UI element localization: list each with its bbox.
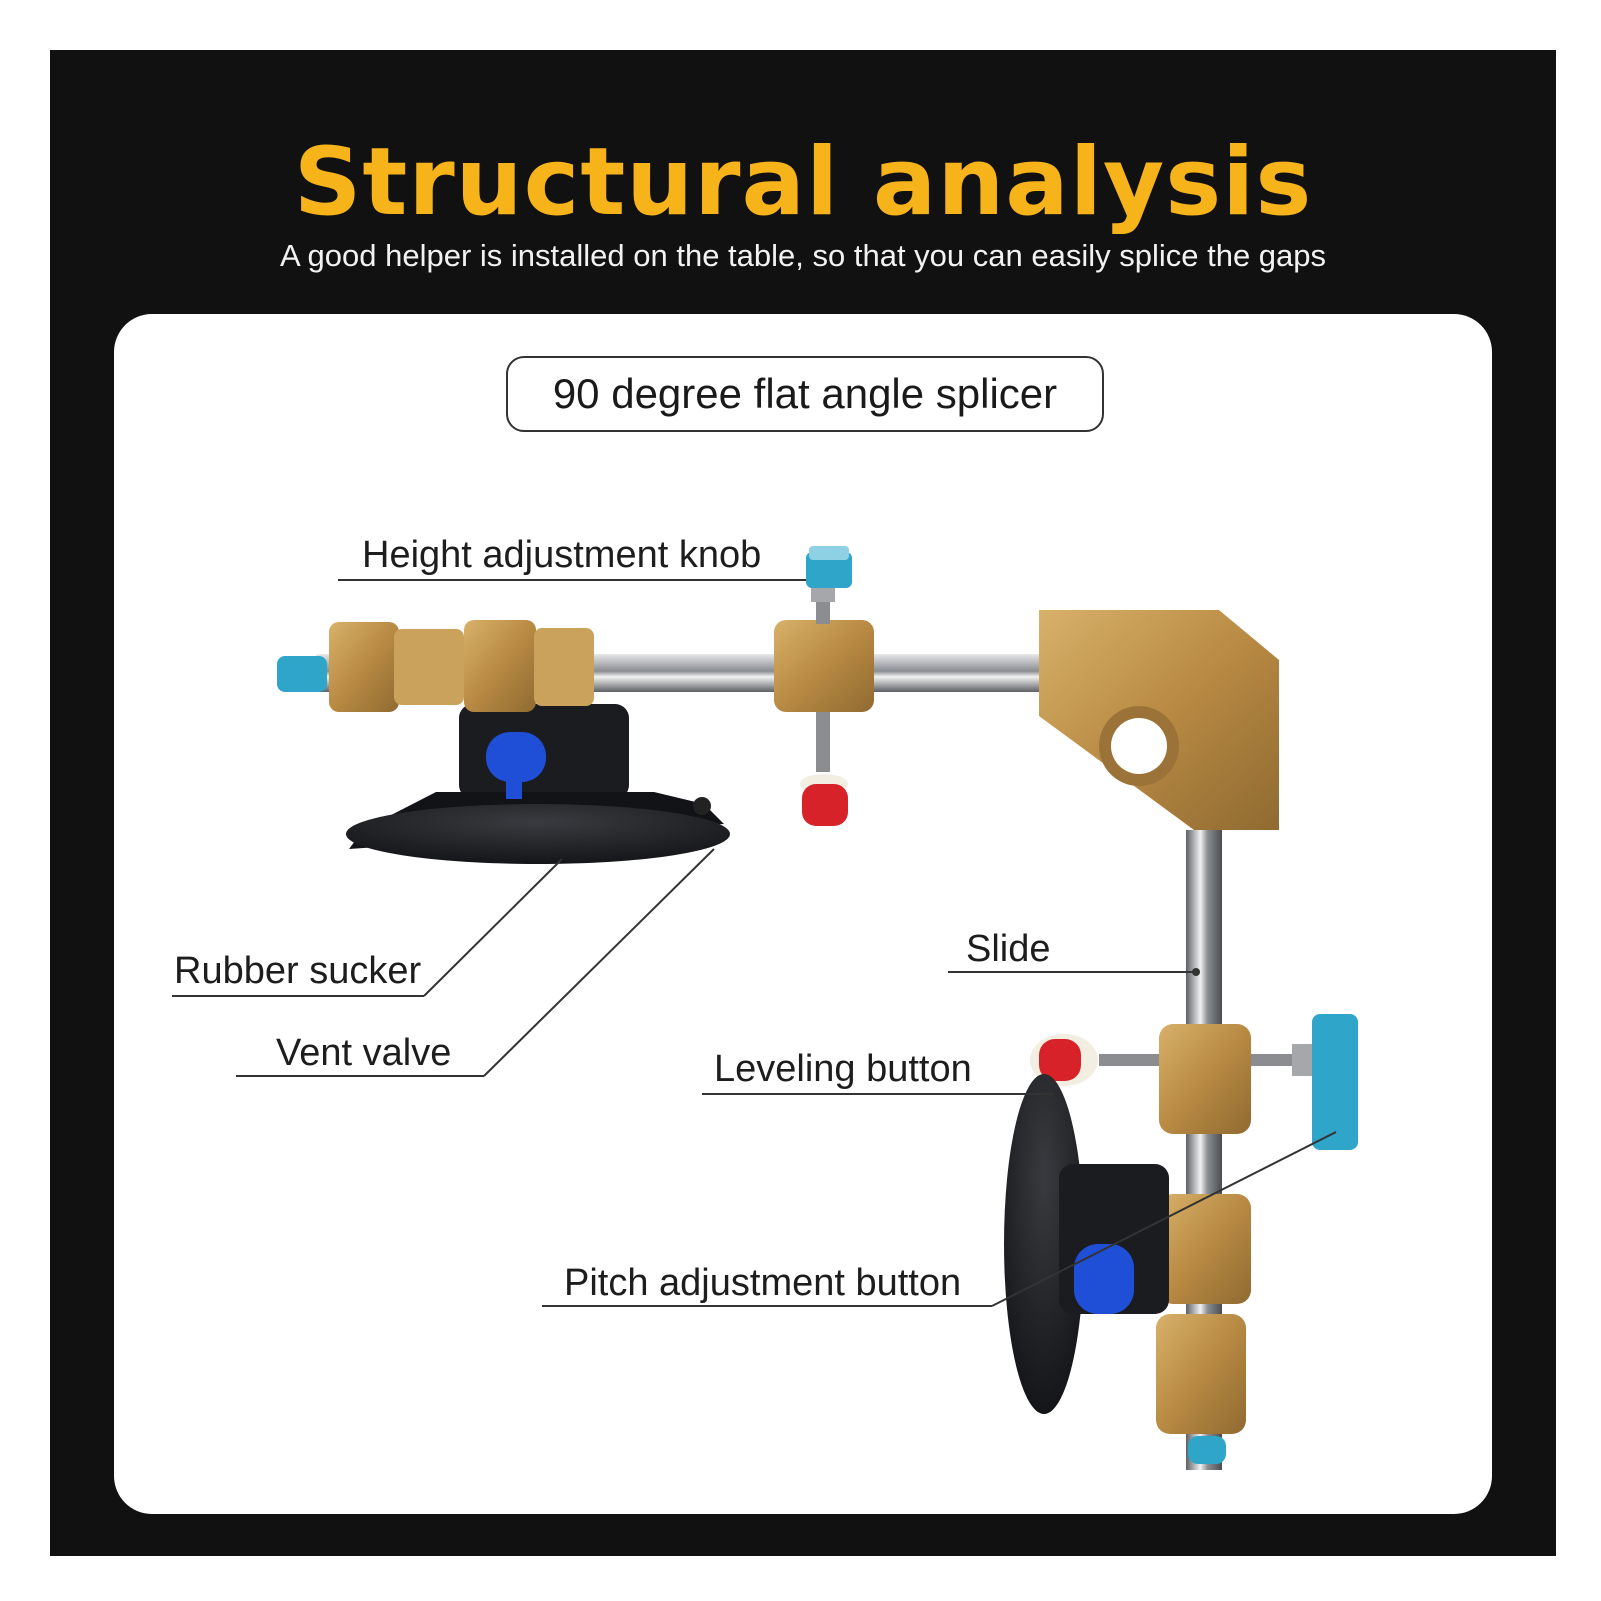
callout-slide: Slide bbox=[966, 928, 1051, 970]
product-name-badge: 90 degree flat angle splicer bbox=[506, 356, 1104, 432]
brass-clamp-1 bbox=[329, 622, 399, 712]
left-suction-cup bbox=[346, 704, 730, 864]
brass-clamp-4 bbox=[1159, 1024, 1251, 1134]
page-subtitle: A good helper is installed on the table,… bbox=[279, 238, 1327, 273]
end-cap-cyan bbox=[277, 656, 327, 692]
page-title: Structural analysis bbox=[293, 128, 1313, 237]
callout-rubber-sucker: Rubber sucker bbox=[174, 950, 422, 992]
pitch-knob-cyan bbox=[1312, 1014, 1358, 1150]
brass-clamp-5 bbox=[1159, 1194, 1251, 1304]
brass-clamp-2 bbox=[464, 620, 536, 712]
height-knob-cyan bbox=[806, 552, 852, 588]
callout-leveling-button: Leveling button bbox=[714, 1048, 972, 1090]
callout-pitch-button: Pitch adjustment button bbox=[564, 1262, 962, 1304]
brass-clamp-6 bbox=[1156, 1314, 1246, 1434]
brass-corner-block bbox=[1039, 610, 1279, 830]
right-suction-cup bbox=[1004, 1074, 1169, 1414]
callout-height-knob: Height adjustment knob bbox=[362, 534, 762, 576]
product-panel: 90 degree flat angle splicer bbox=[114, 314, 1492, 1514]
height-knob-red bbox=[802, 784, 848, 826]
callout-vent-valve: Vent valve bbox=[276, 1032, 452, 1074]
vent-valve-blue bbox=[486, 732, 546, 782]
dark-frame: Structural analysis A good helper is ins… bbox=[50, 50, 1556, 1556]
leveling-knob-red bbox=[1039, 1039, 1081, 1081]
brass-clamp-3 bbox=[774, 620, 874, 712]
splicer-illustration bbox=[172, 546, 1358, 1470]
